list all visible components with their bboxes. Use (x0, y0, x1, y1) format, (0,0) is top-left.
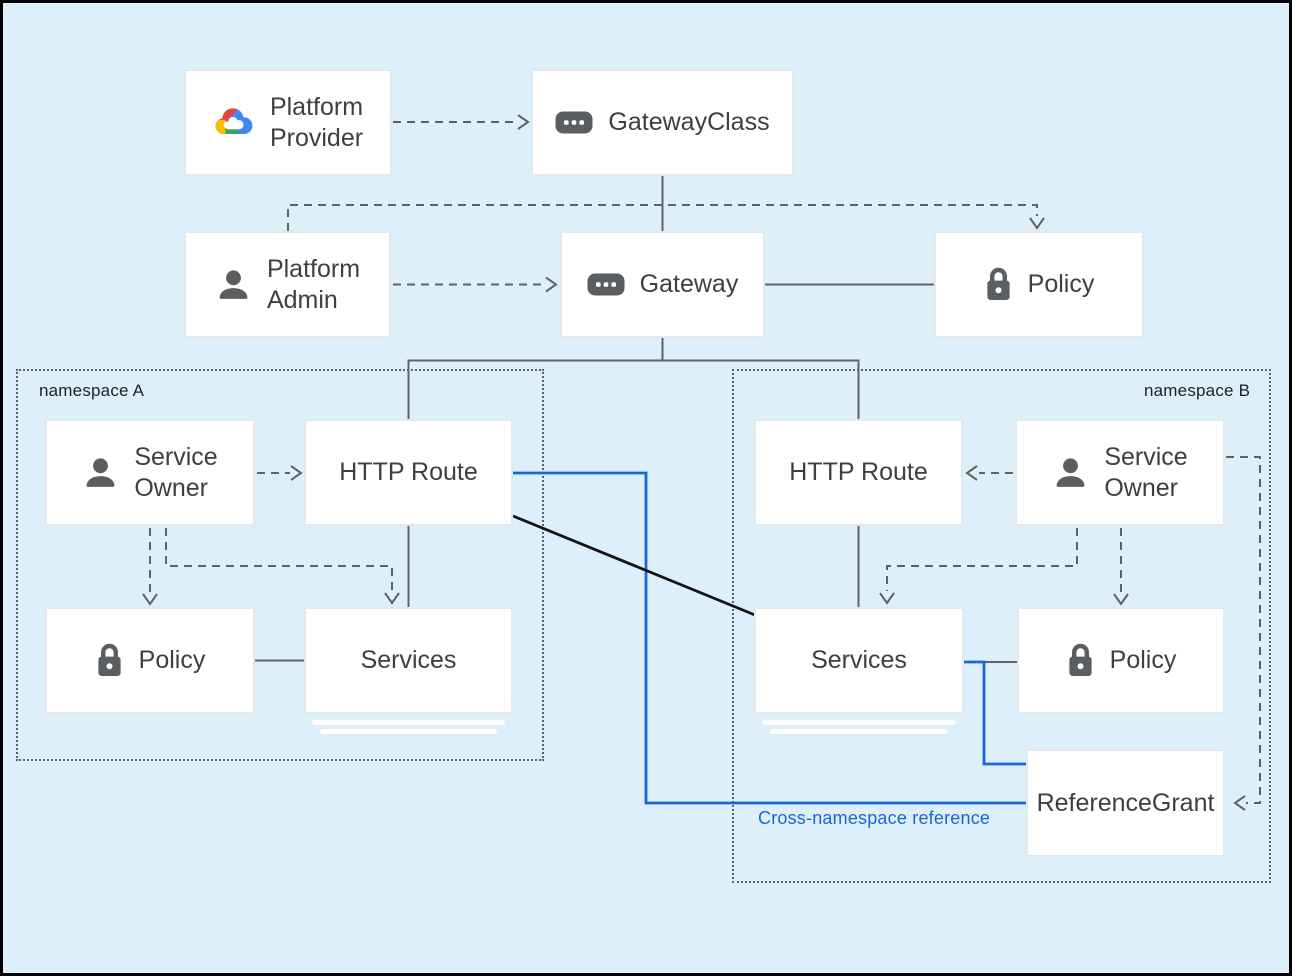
node-service-owner-b: Service Owner (1015, 419, 1225, 526)
node-label: Policy (138, 646, 206, 674)
node-platform-provider: Platform Provider (184, 69, 392, 176)
services-a-stack-line (312, 720, 505, 725)
node-services-b: Services (754, 607, 964, 714)
node-label: GatewayClass (608, 108, 770, 136)
node-label: Services (811, 646, 907, 674)
node-service-owner-a: Service Owner (45, 419, 255, 526)
node-label: Platform Provider (269, 92, 364, 152)
namespace-a-label: namespace A (39, 381, 145, 400)
cross-namespace-reference-label: Cross-namespace reference (758, 808, 991, 828)
resource-chip-icon (555, 111, 593, 134)
node-http-route-a: HTTP Route (304, 419, 513, 526)
person-icon (215, 266, 252, 303)
person-icon (1052, 454, 1089, 491)
node-gateway: Gateway (560, 231, 765, 338)
node-label: Policy (1027, 270, 1095, 298)
node-label: Service Owner (134, 442, 218, 502)
node-label: Services (360, 646, 457, 674)
node-label: HTTP Route (789, 458, 928, 486)
lock-icon (1066, 642, 1095, 679)
services-b-stack-line (770, 729, 948, 734)
lock-icon (984, 266, 1013, 303)
services-b-stack-line (762, 720, 956, 725)
node-gateway-class: GatewayClass (531, 69, 794, 176)
node-label: Service Owner (1104, 442, 1188, 502)
services-a-stack-line (320, 729, 497, 734)
node-label: Policy (1109, 646, 1177, 674)
node-reference-grant: ReferenceGrant (1026, 749, 1225, 857)
google-cloud-icon (213, 105, 255, 140)
node-http-route-b: HTTP Route (754, 419, 963, 526)
node-label: Platform Admin (266, 254, 361, 314)
node-label: HTTP Route (339, 458, 478, 486)
node-policy-cluster: Policy (934, 231, 1144, 338)
namespace-b-label: namespace B (1144, 381, 1251, 400)
node-platform-admin: Platform Admin (184, 231, 391, 338)
node-label: Gateway (639, 270, 739, 298)
lock-icon (95, 642, 124, 679)
person-icon (82, 454, 119, 491)
node-services-a: Services (304, 607, 513, 714)
node-policy-b: Policy (1017, 607, 1225, 714)
resource-chip-icon (587, 273, 625, 296)
node-label: ReferenceGrant (1036, 788, 1215, 817)
node-policy-a: Policy (45, 607, 255, 714)
